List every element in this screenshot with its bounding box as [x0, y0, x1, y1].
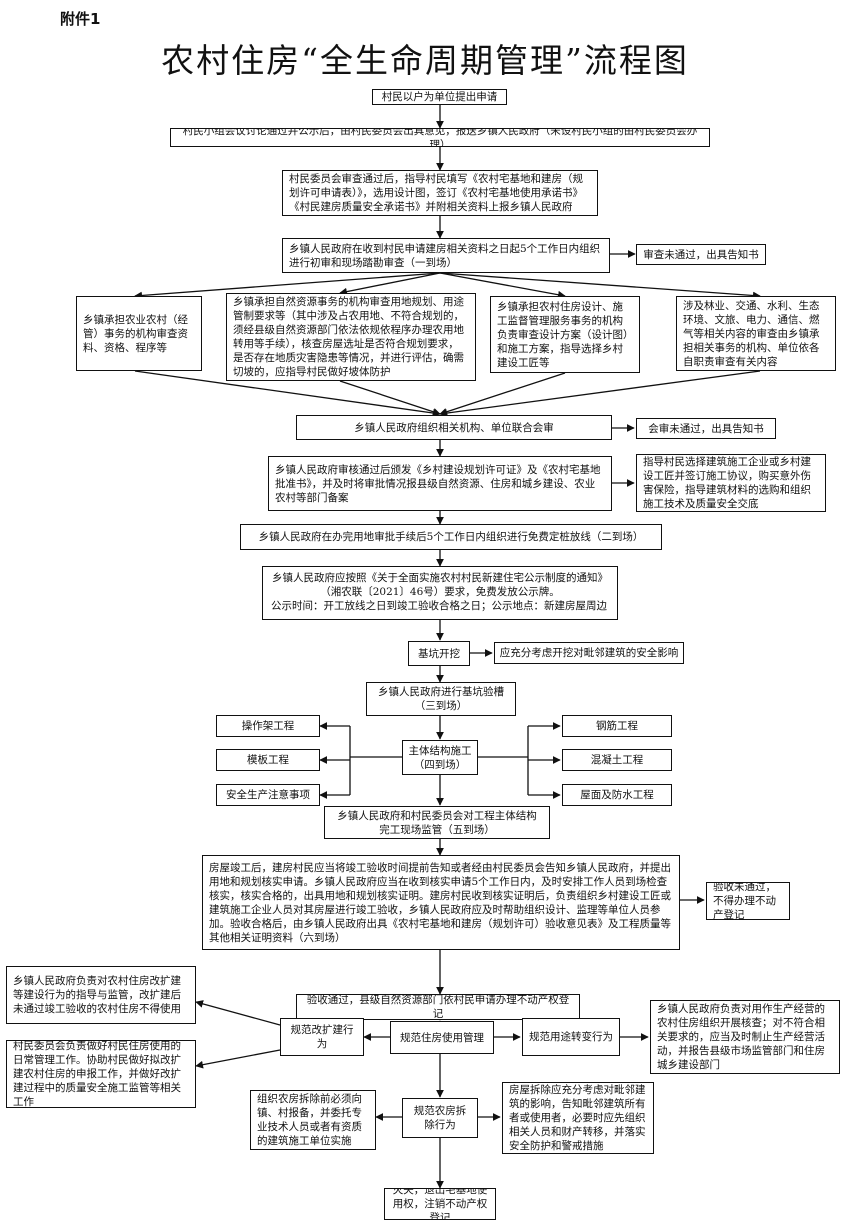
- step-construction-guidance: 指导村民选择建筑施工企业或乡村建设工匠并签订施工协议，购买意外伤害保险，指导建筑…: [636, 454, 826, 512]
- step-foundation-check: 乡镇人民政府进行基坑验槽（三到场）: [366, 682, 516, 716]
- step-excavation-safety: 应充分考虑开挖对毗邻建筑的安全影响: [494, 642, 684, 664]
- step-main-structure: 主体结构施工（四到场）: [402, 740, 478, 775]
- step-apply: 村民以户为单位提出申请: [372, 89, 507, 105]
- renovation-govt-duty: 乡镇人民政府负责对农村住房改扩建等建设行为的指导与监管，改扩建后未通过竣工验收的…: [6, 966, 196, 1024]
- step-joint-reject: 会审未通过，出具告知书: [636, 418, 776, 439]
- renovation-committee-duty: 村民委员会负责做好村民住房使用的日常管理工作。协助村民做好拟改扩建农村住房的申报…: [6, 1040, 196, 1108]
- usage-change-purpose: 规范用途转变行为: [522, 1018, 620, 1056]
- step-permit-issued: 乡镇人民政府审核通过后颁发《乡村建设规划许可证》及《农村宅基地批准书》，并及时将…: [268, 456, 612, 511]
- step-initial-inspection: 乡镇人民政府在收到村民申请建房相关资料之日起5个工作日内组织进行初审和现场踏勘审…: [282, 238, 610, 273]
- step-joint-review: 乡镇人民政府组织相关机构、单位联合会审: [296, 415, 612, 440]
- step-excavation: 基坑开挖: [408, 641, 470, 666]
- left-item-scaffold: 操作架工程: [216, 715, 320, 737]
- step-acceptance-reject: 验收未通过，不得办理不动产登记: [706, 882, 790, 920]
- flowchart-title: 农村住房“全生命周期管理”流程图: [161, 41, 689, 80]
- step-extinction: 灭失，退出宅基地使用权，注销不动产权登记: [384, 1188, 496, 1220]
- left-item-formwork: 模板工程: [216, 749, 320, 771]
- step-village-review: 村民小组会议讨论通过并公示后，由村民委员会出具意见，报送乡镇人民政府（未设村民小…: [170, 128, 710, 147]
- demolition-safety: 房屋拆除应充分考虑对毗邻建筑的影响，告知毗邻建筑所有者或使用者，必要时应先组织相…: [502, 1082, 654, 1154]
- step-initial-reject: 审查未通过，出具告知书: [636, 244, 766, 265]
- dept-housing-design: 乡镇承担农村住房设计、施工监督管理服务事务的机构负责审查设计方案（设计图）和施工…: [490, 296, 640, 373]
- dept-agriculture: 乡镇承担农业农村（经管）事务的机构审查资料、资格、程序等: [76, 296, 202, 371]
- change-purpose-govt-duty: 乡镇人民政府负责对用作生产经营的农村住房组织开展核查；对不符合相关要求的，应当及…: [650, 1000, 840, 1074]
- right-item-concrete: 混凝土工程: [562, 749, 672, 771]
- step-stake-out: 乡镇人民政府在办完用地审批手续后5个工作日内组织进行免费定桩放线（二到场）: [240, 524, 662, 550]
- right-item-rebar: 钢筋工程: [562, 715, 672, 737]
- step-committee-approval: 村民委员会审查通过后，指导村民填写《农村宅基地和建房（规划许可申请表）》，选用设…: [282, 170, 598, 216]
- dept-other-sectors: 涉及林业、交通、水利、生态环境、文旅、电力、通信、燃气等相关内容的审查由乡镇承担…: [676, 296, 836, 371]
- step-usage-management: 规范住房使用管理: [390, 1021, 494, 1054]
- step-property-registration: 验收通过，县级自然资源部门依村民申请办理不动产权登记: [296, 994, 580, 1020]
- usage-renovation: 规范改扩建行为: [280, 1018, 364, 1056]
- step-public-notice: 乡镇人民政府应按照《关于全面实施农村村民新建住宅公示制度的通知》 （湘农联〔20…: [262, 566, 618, 620]
- step-demolition: 规范农房拆除行为: [402, 1098, 478, 1138]
- step-completion-acceptance: 房屋竣工后，建房村民应当将竣工验收时间提前告知或者经由村民委员会告知乡镇人民政府…: [202, 855, 680, 950]
- left-item-safety: 安全生产注意事项: [216, 784, 320, 806]
- demolition-filing: 组织农房拆除前必须向镇、村报备，并委托专业技术人员或者有资质的建筑施工单位实施: [250, 1090, 376, 1150]
- right-item-roof: 屋面及防水工程: [562, 784, 672, 806]
- dept-natural-resources: 乡镇承担自然资源事务的机构审查用地规划、用途管制要求等（其中涉及占农用地、不符合…: [226, 293, 476, 381]
- step-structure-supervision: 乡镇人民政府和村民委员会对工程主体结构完工现场监管（五到场）: [324, 806, 550, 839]
- attachment-label: 附件1: [60, 10, 101, 28]
